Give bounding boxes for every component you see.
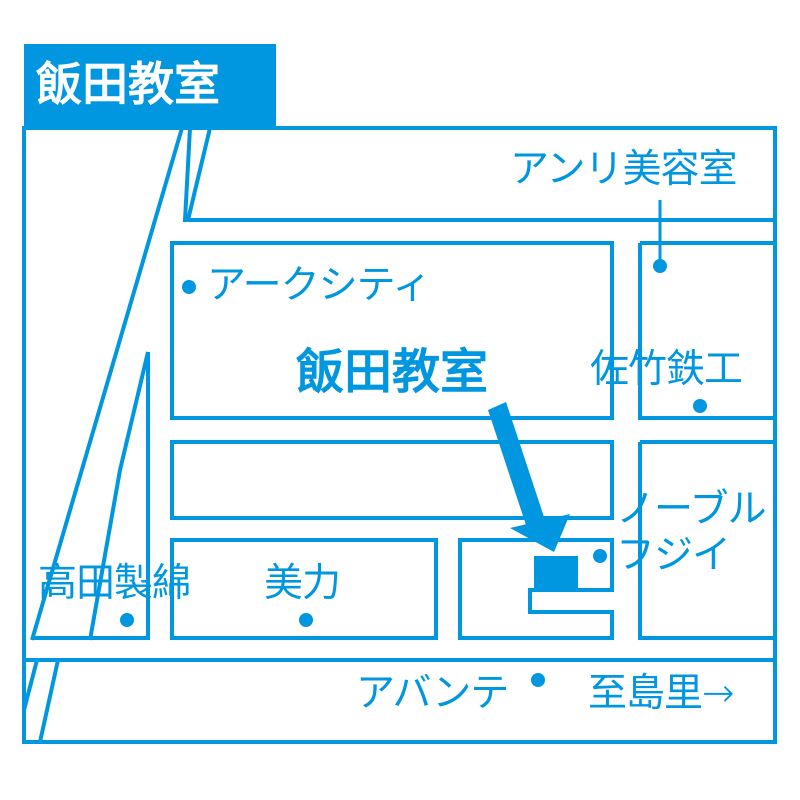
- arrow-pointer-icon: [488, 402, 570, 552]
- dot-marker-icon: [299, 613, 313, 627]
- map-frame: [22, 126, 777, 744]
- diagonal-road-edge: [22, 659, 39, 711]
- dot-marker-icon: [653, 259, 667, 273]
- label-anri-biyoshitsu: アンリ美容室: [510, 147, 737, 192]
- label-noble-fuji-line2: フジイ: [616, 533, 731, 578]
- label-takada-seimen: 高田製綿: [38, 561, 191, 606]
- road-edge: [182, 127, 775, 222]
- block-biryoku: [170, 538, 438, 640]
- diagonal-road-edge: [88, 351, 150, 641]
- label-noble-fuji-line1: ノーブル: [616, 487, 767, 532]
- block-arc-city: [170, 241, 614, 420]
- dot-marker-icon: [593, 549, 607, 563]
- map-title: 飯田教室: [296, 344, 489, 400]
- label-sata-tekko: 佐竹鉄工: [590, 347, 743, 392]
- block-school: [458, 538, 614, 640]
- label-biryoku: 美力: [264, 561, 341, 606]
- diagonal-road-edge: [38, 659, 60, 743]
- label-avante: アバンテ: [356, 671, 509, 716]
- block-top-right: [638, 243, 775, 420]
- block-middle-band: [170, 440, 614, 520]
- dot-marker-icon: [182, 280, 196, 294]
- diagonal-road-edge: [186, 127, 212, 221]
- title-tab-label: 飯田教室: [36, 57, 220, 111]
- dot-marker-icon: [693, 399, 707, 413]
- markers: [120, 259, 707, 687]
- label-direction-shimazato: 至島里→: [588, 671, 735, 716]
- title-tab: [24, 44, 276, 130]
- dot-marker-icon: [531, 673, 545, 687]
- label-arc-city: アークシティ: [207, 263, 431, 308]
- block-takada: [32, 352, 150, 640]
- dot-marker-icon: [120, 613, 134, 627]
- block-right-middle: [638, 442, 775, 640]
- diagonal-road-edge: [30, 127, 184, 641]
- school-marker-icon: [534, 556, 578, 590]
